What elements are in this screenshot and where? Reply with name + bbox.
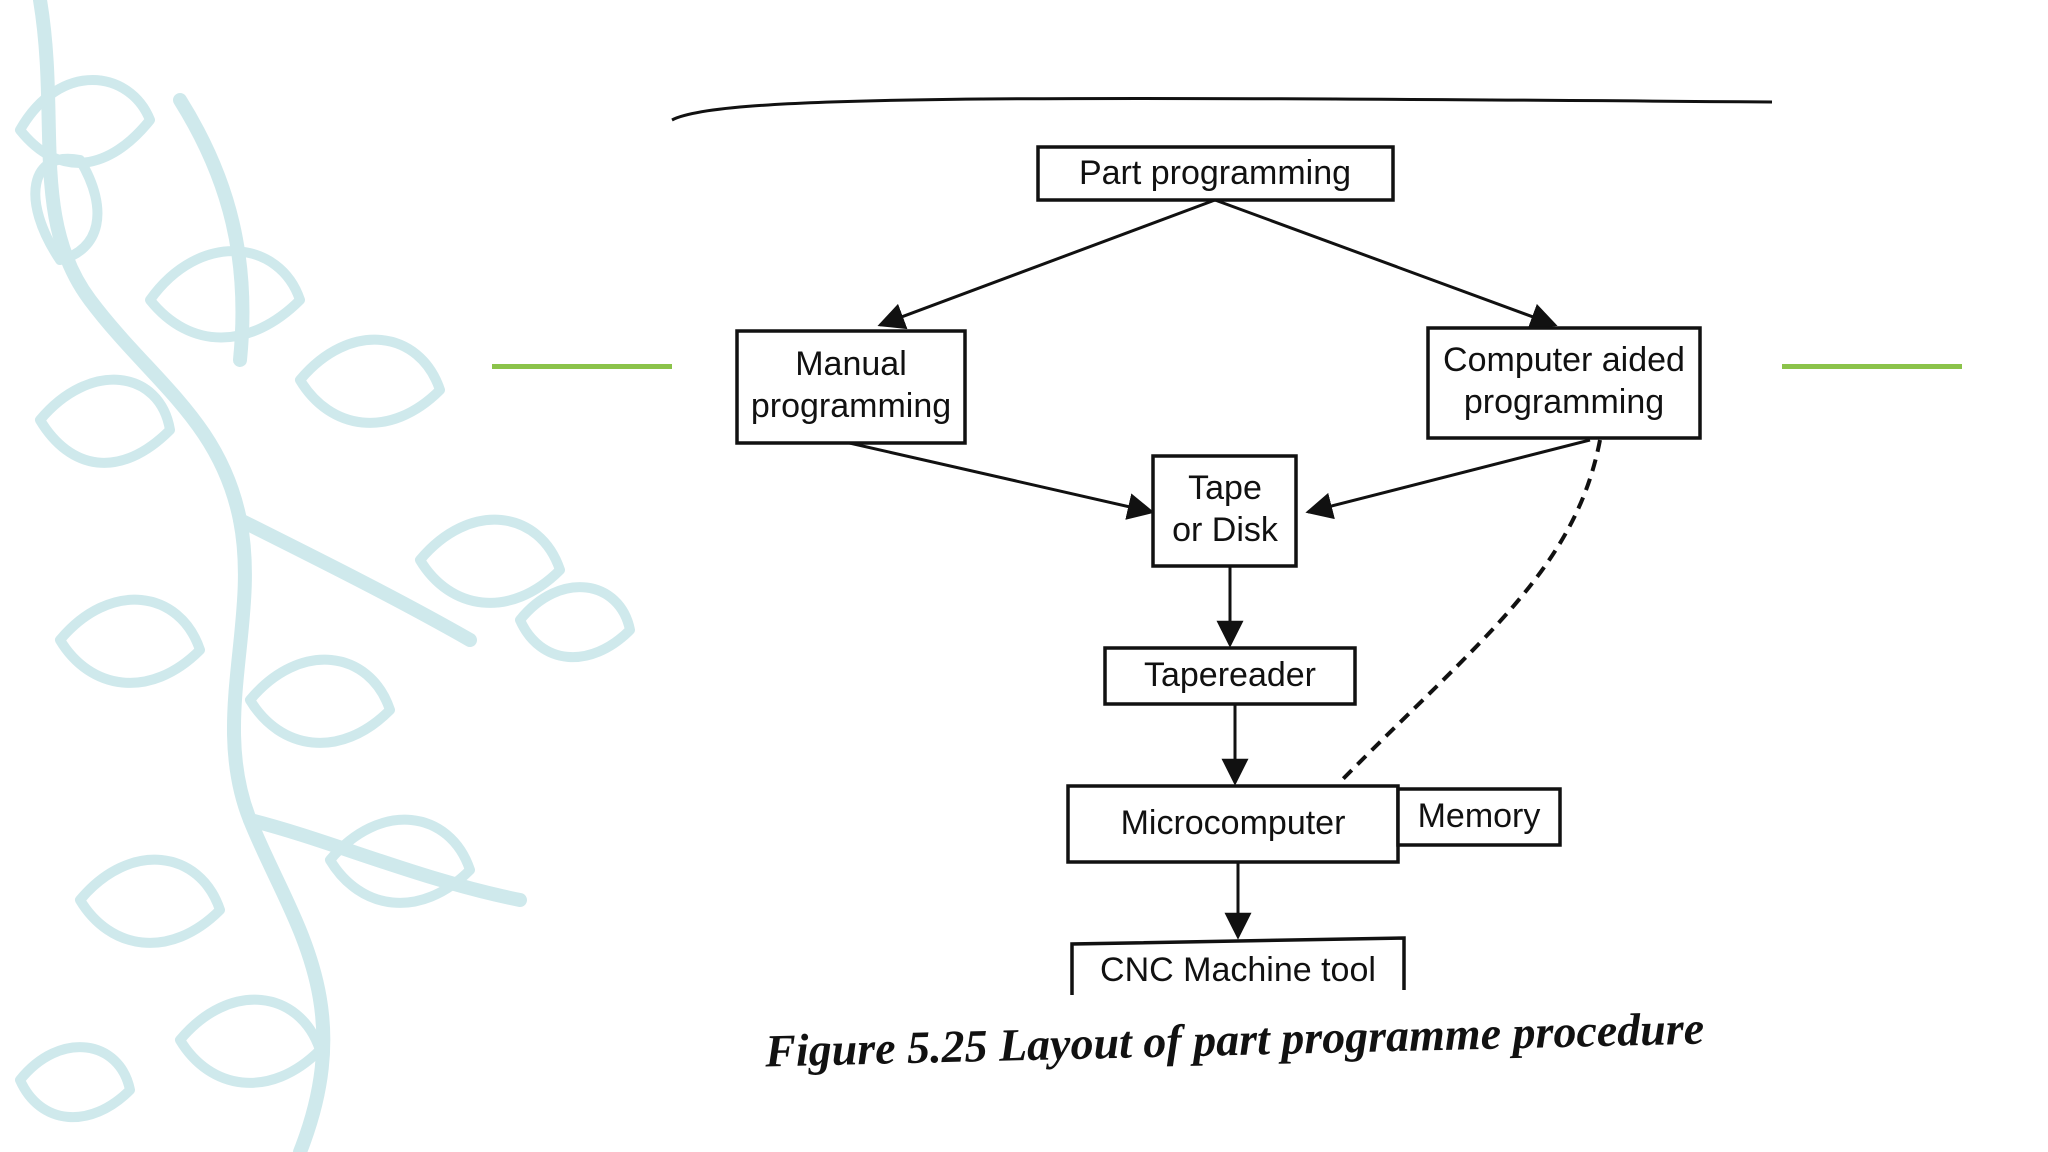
box-memory [1396,787,1562,847]
label-memory: Memory [1418,797,1541,835]
label-manual-line2: programming [751,387,951,425]
label-tapereader: Tapereader [1144,656,1316,694]
box-tapereader [1103,646,1357,706]
label-tape-line2: or Disk [1172,511,1279,549]
label-cnc-machine-tool: CNC Machine tool [1100,951,1376,989]
box-microcomputer [1066,784,1400,864]
label-manual-line1: Manual [795,345,907,383]
arrow-computer-to-tape [1305,438,1591,520]
label-part-programming: Part programming [1079,154,1351,192]
box-part-programming [1036,145,1395,202]
label-computer-line2: programming [1464,383,1664,421]
box-cnc-machine-tool [1070,936,1406,995]
arrow-part-to-computer [1214,198,1558,330]
figure-caption: Figure 5.25 Layout of part programme pro… [764,1003,1705,1077]
accent-line-left [492,364,672,369]
label-tape-line1: Tape [1188,469,1262,507]
arrow-part-to-manual [877,198,1216,330]
accent-line-right [1782,364,1962,369]
box-tape-or-disk [1151,454,1298,568]
vine-decoration [15,0,635,1152]
dashed-computer-to-micro [1338,439,1602,784]
page-top-rule [671,96,1773,122]
box-computer-aided-programming [1426,326,1702,440]
label-computer-line1: Computer aided [1443,341,1685,379]
box-manual-programming [735,329,967,445]
arrow-manual-to-tape [844,440,1155,520]
label-microcomputer: Microcomputer [1121,804,1346,842]
